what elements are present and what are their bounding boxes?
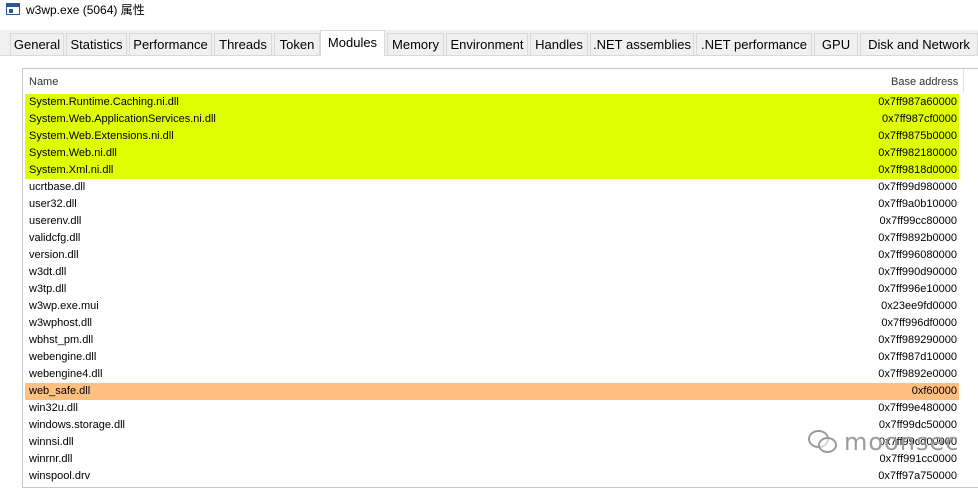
- module-name: winrnr.dll: [29, 453, 73, 465]
- module-row[interactable]: user32.dll 0x7ff9a0b10000: [25, 196, 959, 213]
- tab-handles[interactable]: Handles: [530, 33, 588, 55]
- tab-net-assemblies[interactable]: .NET assemblies: [590, 33, 694, 55]
- module-row[interactable]: w3wp.exe.mui 0x23ee9fd0000: [25, 298, 959, 315]
- module-base-address: 0x7ff989290000: [878, 334, 957, 346]
- tab-disk-and-network[interactable]: Disk and Network: [860, 33, 978, 55]
- module-row[interactable]: System.Xml.ni.dll 0x7ff9818d0000: [25, 162, 959, 179]
- module-row[interactable]: webengine4.dll 0x7ff9892e0000: [25, 366, 959, 383]
- column-divider[interactable]: [963, 69, 964, 93]
- list-header: Name Base address: [23, 69, 978, 93]
- module-name: ucrtbase.dll: [29, 181, 86, 193]
- module-name: System.Web.ni.dll: [29, 147, 117, 159]
- module-base-address: 0x7ff99d980000: [878, 181, 957, 193]
- module-base-address: 0x7ff99dc50000: [878, 419, 957, 431]
- module-name: System.Xml.ni.dll: [29, 164, 114, 176]
- module-row[interactable]: validcfg.dll 0x7ff9892b0000: [25, 230, 959, 247]
- module-name: System.Web.Extensions.ni.dll: [29, 130, 174, 142]
- module-name: w3tp.dll: [29, 283, 67, 295]
- module-row[interactable]: System.Runtime.Caching.ni.dll 0x7ff987a60…: [25, 94, 959, 111]
- module-base-address: 0x7ff987a60000: [878, 96, 957, 108]
- tab-strip: General Statistics Performance Threads T…: [0, 30, 978, 56]
- tab-memory[interactable]: Memory: [387, 33, 444, 55]
- module-name: w3wp.exe.mui: [29, 300, 99, 312]
- watermark: moonsec: [808, 428, 959, 456]
- module-row[interactable]: win32u.dll 0x7ff99e480000: [25, 400, 959, 417]
- tab-strip-baseline: [0, 55, 978, 56]
- modules-panel: Name Base address System.Runtime.Caching…: [0, 56, 978, 488]
- module-base-address: 0x7ff9a0b10000: [878, 198, 957, 210]
- module-row[interactable]: winnsi.dll 0x7ff99cd00000: [25, 434, 959, 451]
- module-base-address: 0xf60000: [911, 385, 957, 397]
- module-name: winspool.drv: [29, 470, 91, 482]
- tab-statistics[interactable]: Statistics: [66, 33, 127, 55]
- module-row[interactable]: wbhst_pm.dll 0x7ff989290000: [25, 332, 959, 349]
- module-name: webengine.dll: [29, 351, 97, 363]
- module-name: w3wphost.dll: [29, 317, 92, 329]
- watermark-text: moonsec: [844, 428, 960, 456]
- module-base-address: 0x7ff990d90000: [878, 266, 957, 278]
- module-row[interactable]: System.Web.Extensions.ni.dll 0x7ff9875b00…: [25, 128, 959, 145]
- tab-threads[interactable]: Threads: [214, 33, 272, 55]
- module-base-address: 0x7ff996080000: [878, 249, 957, 261]
- module-name: version.dll: [29, 249, 79, 261]
- module-name: System.Web.ApplicationServices.ni.dll: [29, 113, 216, 125]
- module-name: win32u.dll: [29, 402, 78, 414]
- module-row[interactable]: System.Web.ApplicationServices.ni.dll 0x7…: [25, 111, 959, 128]
- window-icon: [6, 3, 20, 15]
- window-title: w3wp.exe (5064) 属性: [26, 2, 145, 17]
- modules-list[interactable]: Name Base address System.Runtime.Caching…: [22, 68, 978, 488]
- module-base-address: 0x7ff99cc80000: [879, 215, 957, 227]
- module-row[interactable]: winrnr.dll 0x7ff991cc0000: [25, 451, 959, 468]
- module-name: w3dt.dll: [29, 266, 67, 278]
- tab-token[interactable]: Token: [274, 33, 320, 55]
- column-header-base-address[interactable]: Base address: [891, 76, 959, 88]
- module-row[interactable]: ucrtbase.dll 0x7ff99d980000: [25, 179, 959, 196]
- module-row[interactable]: version.dll 0x7ff996080000: [25, 247, 959, 264]
- module-row[interactable]: winspool.drv 0x7ff97a750000: [25, 468, 959, 485]
- module-base-address: 0x7ff982180000: [878, 147, 957, 159]
- module-row[interactable]: web_safe.dll 0xf60000: [25, 383, 959, 400]
- module-row[interactable]: userenv.dll 0x7ff99cc80000: [25, 213, 959, 230]
- title-bar: w3wp.exe (5064) 属性: [0, 0, 978, 18]
- module-base-address: 0x7ff99cd00000: [878, 436, 957, 448]
- module-base-address: 0x7ff9818d0000: [878, 164, 957, 176]
- module-base-address: 0x7ff99e480000: [878, 402, 957, 414]
- module-row[interactable]: w3tp.dll 0x7ff996e10000: [25, 281, 959, 298]
- module-name: windows.storage.dll: [29, 419, 125, 431]
- tab-performance[interactable]: Performance: [129, 33, 212, 55]
- module-base-address: 0x7ff97a750000: [878, 470, 957, 482]
- module-name: winnsi.dll: [29, 436, 74, 448]
- module-row[interactable]: windows.storage.dll 0x7ff99dc50000: [25, 417, 959, 434]
- module-rows: System.Runtime.Caching.ni.dll 0x7ff987a60…: [25, 94, 978, 485]
- tab-general[interactable]: General: [10, 33, 64, 55]
- tab-gpu[interactable]: GPU: [814, 33, 858, 55]
- module-name: validcfg.dll: [29, 232, 81, 244]
- module-name: System.Runtime.Caching.ni.dll: [29, 96, 179, 108]
- module-name: web_safe.dll: [29, 385, 91, 397]
- tab-net-performance[interactable]: .NET performance: [696, 33, 812, 55]
- wechat-icon: [808, 430, 838, 454]
- module-name: user32.dll: [29, 198, 77, 210]
- tab-modules[interactable]: Modules: [320, 30, 385, 56]
- module-name: wbhst_pm.dll: [29, 334, 94, 346]
- module-row[interactable]: System.Web.ni.dll 0x7ff982180000: [25, 145, 959, 162]
- module-base-address: 0x7ff987cf0000: [881, 113, 957, 125]
- module-base-address: 0x7ff996e10000: [878, 283, 957, 295]
- module-base-address: 0x7ff9892b0000: [878, 232, 957, 244]
- module-base-address: 0x7ff996df0000: [881, 317, 957, 329]
- module-base-address: 0x7ff9875b0000: [878, 130, 957, 142]
- module-row[interactable]: webengine.dll 0x7ff987d10000: [25, 349, 959, 366]
- module-name: userenv.dll: [29, 215, 82, 227]
- column-header-name[interactable]: Name: [29, 76, 59, 88]
- module-row[interactable]: w3wphost.dll 0x7ff996df0000: [25, 315, 959, 332]
- tab-environment[interactable]: Environment: [446, 33, 528, 55]
- module-name: webengine4.dll: [29, 368, 103, 380]
- module-base-address: 0x23ee9fd0000: [881, 300, 957, 312]
- module-base-address: 0x7ff991cc0000: [879, 453, 957, 465]
- module-base-address: 0x7ff9892e0000: [878, 368, 957, 380]
- module-base-address: 0x7ff987d10000: [878, 351, 957, 363]
- module-row[interactable]: w3dt.dll 0x7ff990d90000: [25, 264, 959, 281]
